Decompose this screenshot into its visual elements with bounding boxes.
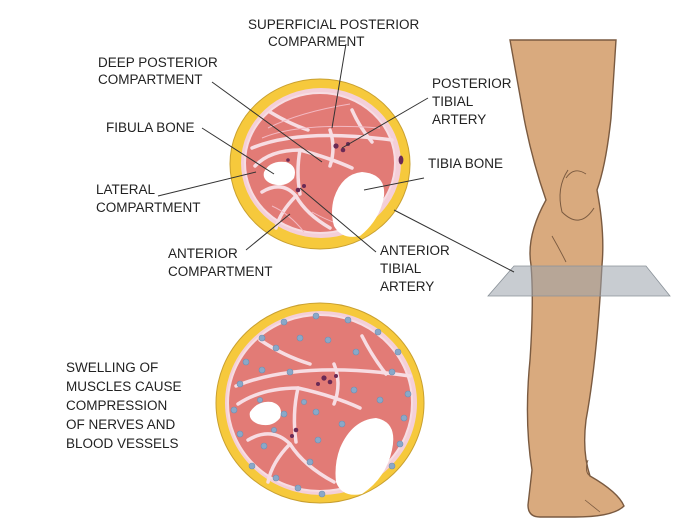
label-superficial-posterior: SUPERFICIAL POSTERIOR COMPARMENT bbox=[248, 17, 423, 49]
leader-posterior-tibial bbox=[341, 97, 429, 149]
leader-superficial bbox=[331, 43, 347, 129]
leader-deep-posterior bbox=[211, 81, 323, 163]
fibula-bone bbox=[249, 401, 281, 426]
fascial-lines bbox=[234, 334, 412, 484]
fluid-dots bbox=[230, 312, 412, 498]
leader-tibia bbox=[363, 177, 425, 191]
shin-line bbox=[551, 235, 567, 263]
label-lateral-compartment: LATERAL COMPARTMENT bbox=[96, 182, 201, 215]
label-fibula-bone: FIBULA BONE bbox=[106, 120, 195, 135]
cross-section-plane bbox=[487, 265, 671, 297]
leader-anterior bbox=[245, 213, 291, 251]
leader-lateral bbox=[157, 171, 257, 197]
label-posterior-tibial-artery: POSTERIOR TIBIAL ARTERY bbox=[432, 76, 515, 127]
leader-section-plane bbox=[393, 209, 515, 273]
label-anterior-tibial-artery: ANTERIOR TIBIAL ARTERY bbox=[380, 243, 454, 294]
toe-line bbox=[584, 499, 601, 513]
knee-crease-2 bbox=[565, 170, 587, 179]
leader-fibula bbox=[201, 127, 275, 175]
ankle-line bbox=[585, 459, 591, 477]
label-swelling-note: SWELLING OF MUSCLES CAUSE COMPRESSION OF… bbox=[66, 360, 185, 451]
tibia-bone bbox=[335, 418, 394, 495]
label-deep-posterior: DEEP POSTERIOR COMPARTMENT bbox=[98, 55, 222, 87]
swollen-cross-section bbox=[215, 302, 425, 504]
fibula-bone bbox=[263, 161, 295, 186]
blood-vessels bbox=[286, 142, 404, 193]
knee-crease bbox=[559, 169, 595, 221]
leader-lines bbox=[157, 43, 515, 273]
label-tibia-bone: TIBIA BONE bbox=[428, 156, 503, 171]
normal-cross-section bbox=[229, 78, 411, 250]
blood-vessels bbox=[290, 374, 338, 438]
leader-anterior-tibial bbox=[299, 187, 377, 253]
label-anterior-compartment: ANTERIOR COMPARTMENT bbox=[168, 246, 273, 279]
